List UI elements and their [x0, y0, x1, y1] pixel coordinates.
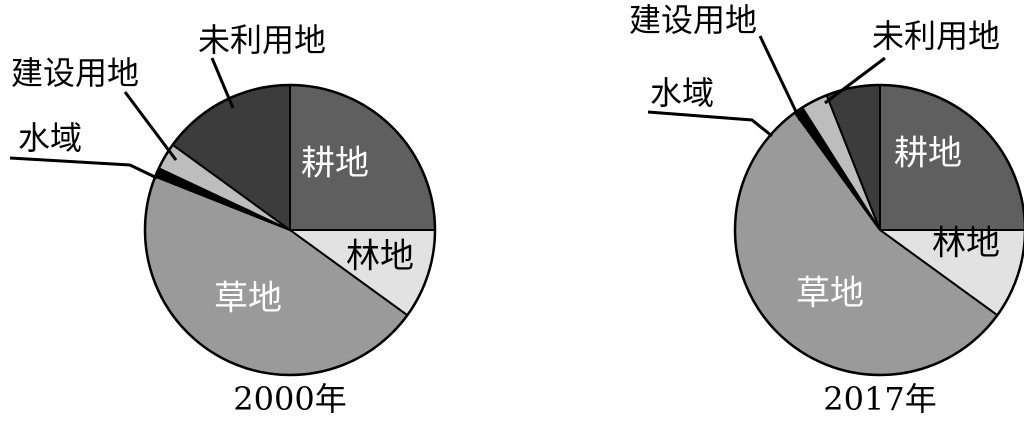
chart-caption-0: 2000年: [233, 380, 346, 418]
leader-line-0-4: [123, 91, 178, 161]
leader-line-0-5: [210, 57, 235, 109]
slice-label-1-5: 未利用地: [872, 17, 1000, 55]
pie-outline-0: [143, 83, 437, 377]
slice-label-1-2: 草地: [796, 274, 864, 314]
slice-label-0-3: 水域: [18, 119, 82, 157]
leader-line-0-3: [9, 156, 158, 180]
chart-caption-1: 2017年: [823, 380, 936, 418]
slice-label-1-1: 林地: [932, 224, 1000, 264]
slice-label-1-0: 耕地: [894, 134, 962, 174]
slice-label-0-0: 耕地: [301, 144, 369, 184]
slice-label-1-4: 建设用地: [629, 1, 757, 39]
slice-label-0-4: 建设用地: [11, 54, 139, 92]
pie-outline-1: [733, 83, 1024, 377]
leader-line-1-4: [758, 35, 802, 121]
slice-label-0-1: 林地: [346, 237, 414, 277]
slice-label-1-3: 水域: [650, 74, 714, 112]
slice-label-0-2: 草地: [214, 279, 282, 319]
slice-label-0-5: 未利用地: [198, 21, 326, 59]
leader-line-1-3: [647, 110, 773, 138]
leader-line-1-5: [824, 56, 886, 105]
